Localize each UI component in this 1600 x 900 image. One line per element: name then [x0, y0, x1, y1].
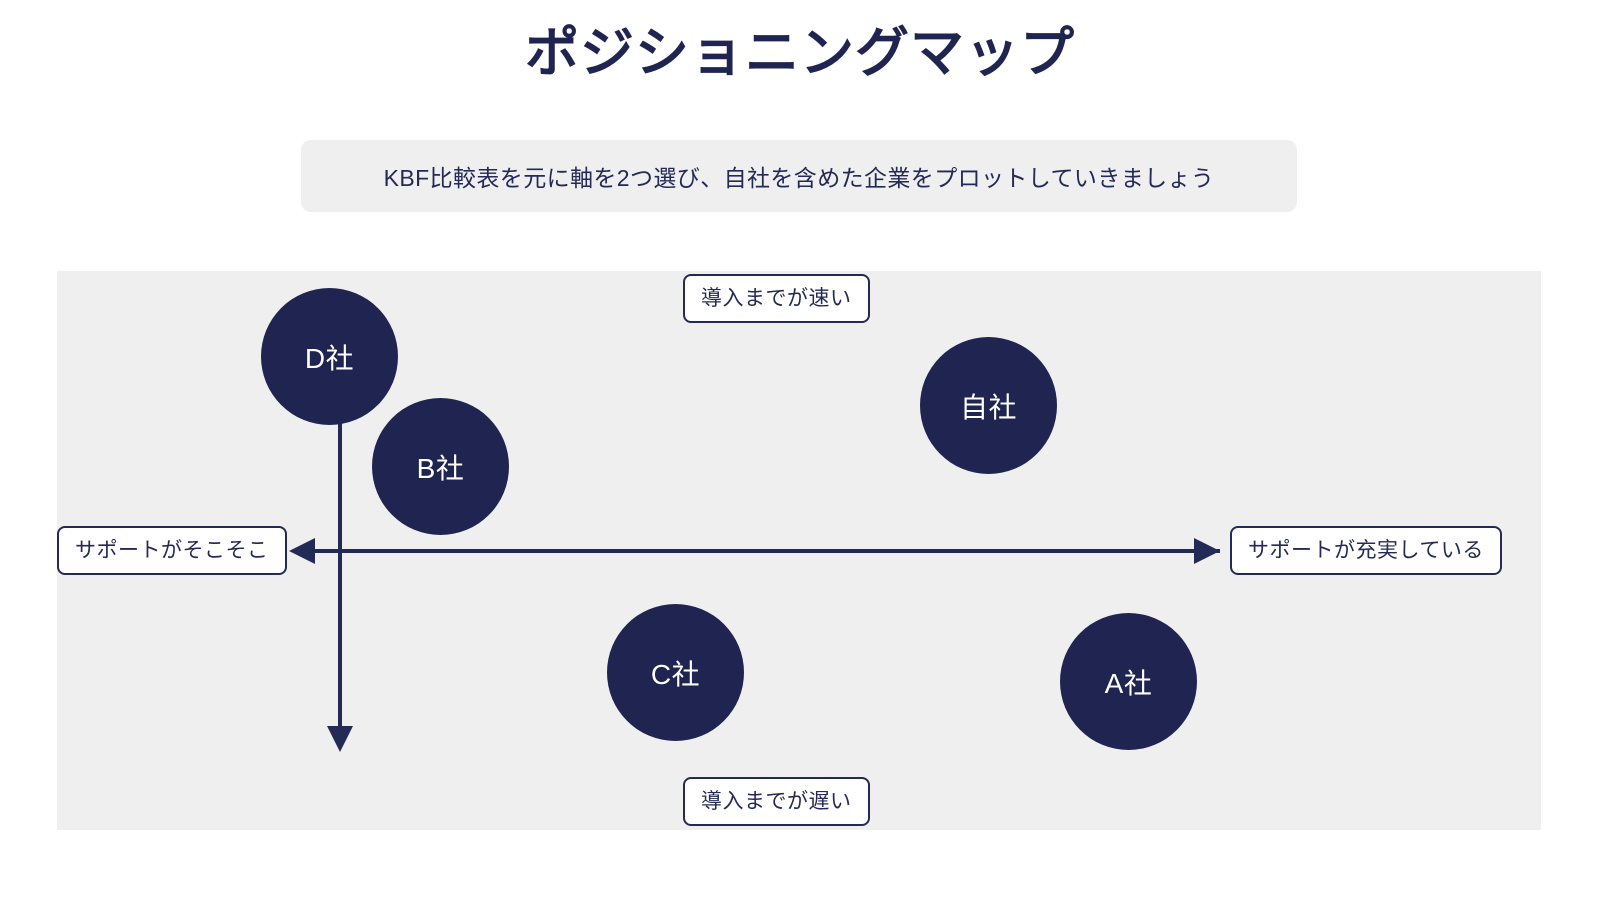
arrow-right-icon	[1194, 538, 1220, 564]
axis-label-bottom: 導入までが遅い	[683, 777, 870, 826]
company-bubble[interactable]: C社	[607, 604, 744, 741]
company-bubble-label: 自社	[959, 391, 1017, 423]
page-title: ポジショニングマップ	[525, 23, 1075, 83]
arrow-left-icon	[289, 538, 315, 564]
horizontal-axis-line	[315, 549, 1220, 553]
arrow-down-icon	[327, 726, 353, 752]
axis-label-top: 導入までが速い	[683, 274, 870, 323]
subtitle-text: KBF比較表を元に軸を2つ選び、自社を含めた企業をプロットしていきましょう	[383, 165, 1215, 191]
company-bubble-label: C社	[650, 658, 701, 690]
company-bubble-label: D社	[304, 342, 355, 374]
company-bubble[interactable]: A社	[1060, 613, 1197, 750]
company-bubble-label: B社	[416, 452, 465, 484]
company-bubble-label: A社	[1104, 667, 1153, 699]
axis-label-left: サポートがそこそこ	[57, 526, 287, 575]
company-bubble[interactable]: D社	[261, 288, 398, 425]
company-bubble[interactable]: 自社	[920, 337, 1057, 474]
axis-label-right: サポートが充実している	[1230, 526, 1502, 575]
company-bubble[interactable]: B社	[372, 398, 509, 535]
subtitle-banner: KBF比較表を元に軸を2つ選び、自社を含めた企業をプロットしていきましょう	[301, 140, 1297, 212]
